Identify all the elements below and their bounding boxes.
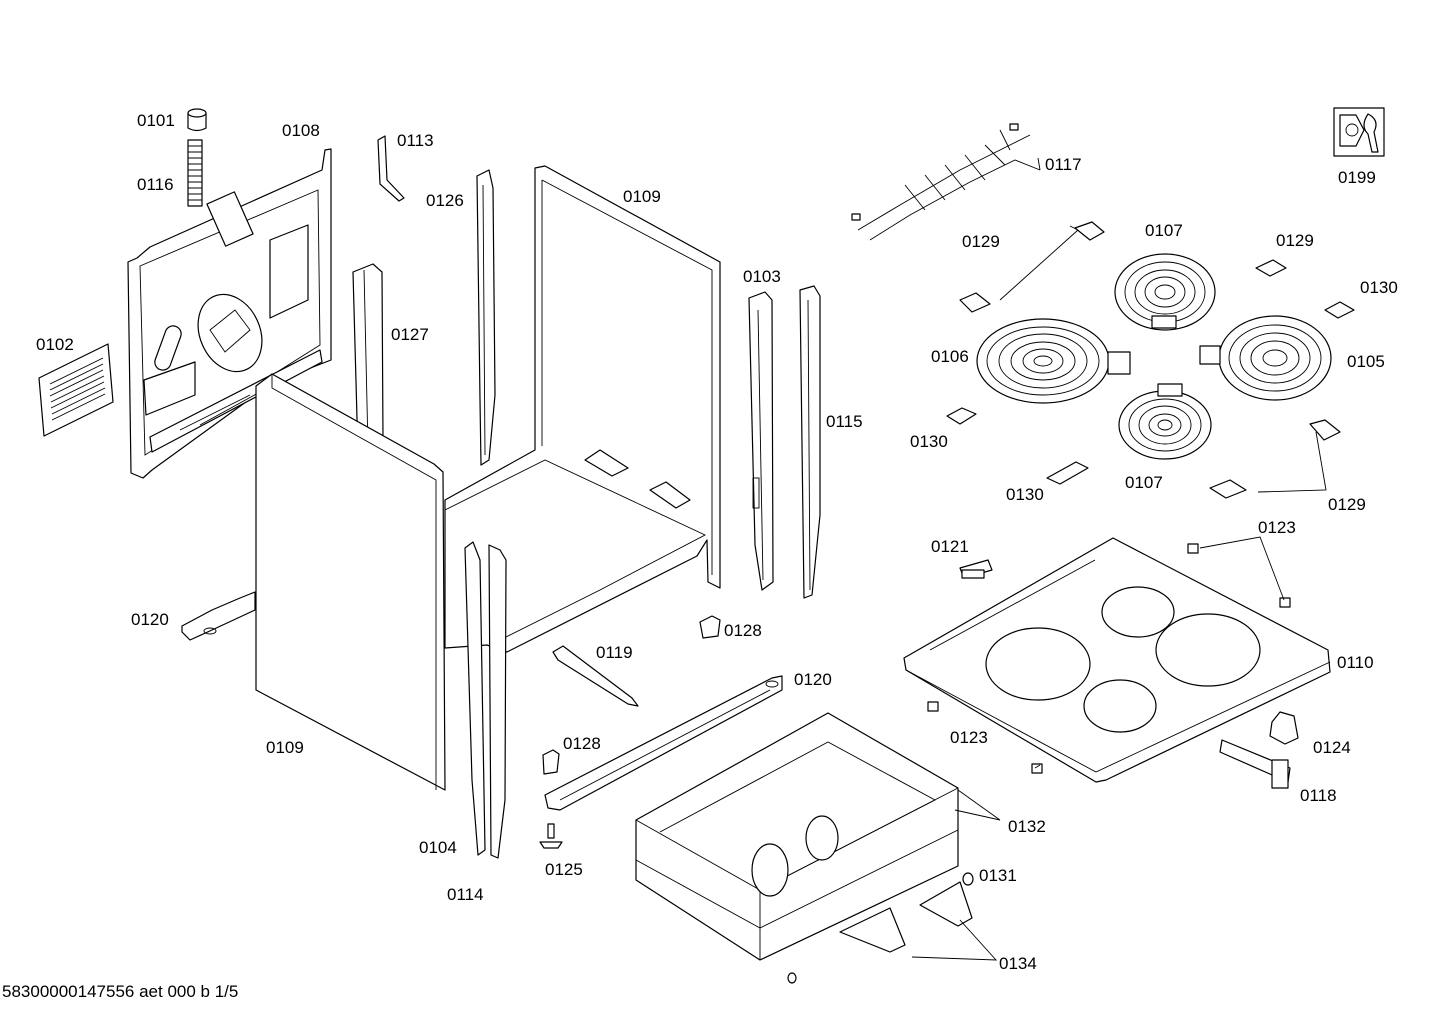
part-0128-clip-b: [542, 749, 560, 775]
part-0109-oven-frame: [444, 165, 721, 653]
label-0116: 0116: [137, 175, 174, 194]
part-0102-grille: [38, 343, 114, 437]
label-0129-c: 0129: [1328, 495, 1366, 514]
part-0199-service-tool-icon: [1333, 107, 1385, 157]
part-0107-heater-upper: [1114, 253, 1216, 331]
label-0120-right: 0120: [794, 670, 832, 689]
part-0106-heater-large: [976, 318, 1131, 404]
part-0126-rail: [476, 169, 496, 466]
label-0114: 0114: [447, 885, 484, 904]
part-0120-right-rail: [544, 675, 783, 811]
label-0132: 0132: [1008, 817, 1046, 836]
label-0118: 0118: [1300, 786, 1337, 805]
label-0125: 0125: [545, 860, 583, 879]
part-0125-foot: [539, 823, 563, 849]
label-0107-b: 0107: [1125, 473, 1163, 492]
label-0134: 0134: [999, 954, 1037, 973]
part-0123-clips: [927, 543, 1291, 774]
label-0105: 0105: [1347, 352, 1385, 371]
label-0130-a: 0130: [1360, 278, 1398, 297]
label-0131: 0131: [979, 866, 1017, 885]
label-0107-a: 0107: [1145, 221, 1183, 240]
document-id-footer: 58300000147556 aet 000 b 1/5: [2, 982, 239, 1001]
leader-lines: [911, 225, 1327, 961]
label-0104: 0104: [419, 838, 457, 857]
part-0120-left-rail: [181, 591, 256, 641]
label-0123-a: 0123: [1258, 518, 1296, 537]
part-bracket-clips: [946, 221, 1355, 499]
label-0108: 0108: [282, 121, 320, 140]
label-0130-b: 0130: [910, 432, 948, 451]
label-0102: 0102: [36, 335, 74, 354]
part-0104-front-rail: [464, 541, 486, 856]
part-0131-grommet: [787, 872, 974, 984]
label-0128-b: 0128: [563, 734, 601, 753]
part-0113-bracket: [377, 135, 405, 202]
label-0128-a: 0128: [724, 621, 762, 640]
label-0199: 0199: [1338, 168, 1376, 187]
part-0109-side-panel: [255, 373, 446, 791]
part-0101-cap: [187, 108, 207, 132]
part-0110-ceramic-hob: [903, 537, 1331, 783]
label-0109-frame: 0109: [623, 187, 661, 206]
label-0121: 0121: [931, 537, 969, 556]
label-0126: 0126: [426, 191, 464, 210]
part-0124-bracket: [1269, 711, 1299, 745]
label-0109-side: 0109: [266, 738, 304, 757]
label-0106: 0106: [931, 347, 969, 366]
label-0101: 0101: [137, 111, 175, 130]
part-0121-insert: [959, 559, 993, 579]
label-0117: 0117: [1045, 155, 1082, 174]
part-0118-terminal: [1219, 739, 1291, 789]
label-0120-left: 0120: [131, 610, 169, 629]
label-0130-c: 0130: [1006, 485, 1044, 504]
label-0124: 0124: [1313, 738, 1351, 757]
label-0110: 0110: [1337, 653, 1374, 672]
part-0103-rail: [748, 291, 774, 591]
part-0115-rail: [799, 285, 821, 599]
part-0105-heater-right: [1199, 315, 1332, 401]
label-0127: 0127: [391, 325, 429, 344]
part-0128-clip-a: [699, 615, 721, 639]
part-0134-wheel-bracket: [839, 881, 973, 953]
part-0117-wiring-harness: [851, 123, 1041, 241]
part-0114-front-rail: [488, 544, 507, 859]
label-0115: 0115: [826, 412, 863, 431]
label-0123-b: 0123: [950, 728, 988, 747]
part-0108-back-panel: [127, 148, 332, 479]
part-0107-heater-lower: [1118, 383, 1212, 460]
label-0119: 0119: [596, 643, 633, 662]
part-0116-flex-pipe: [187, 139, 203, 207]
label-0129-a: 0129: [962, 232, 1000, 251]
part-0132-base-frame: [635, 712, 959, 961]
part-0119-rail: [552, 645, 639, 707]
label-0103: 0103: [743, 267, 781, 286]
label-0129-b: 0129: [1276, 231, 1314, 250]
label-0113: 0113: [397, 131, 434, 150]
